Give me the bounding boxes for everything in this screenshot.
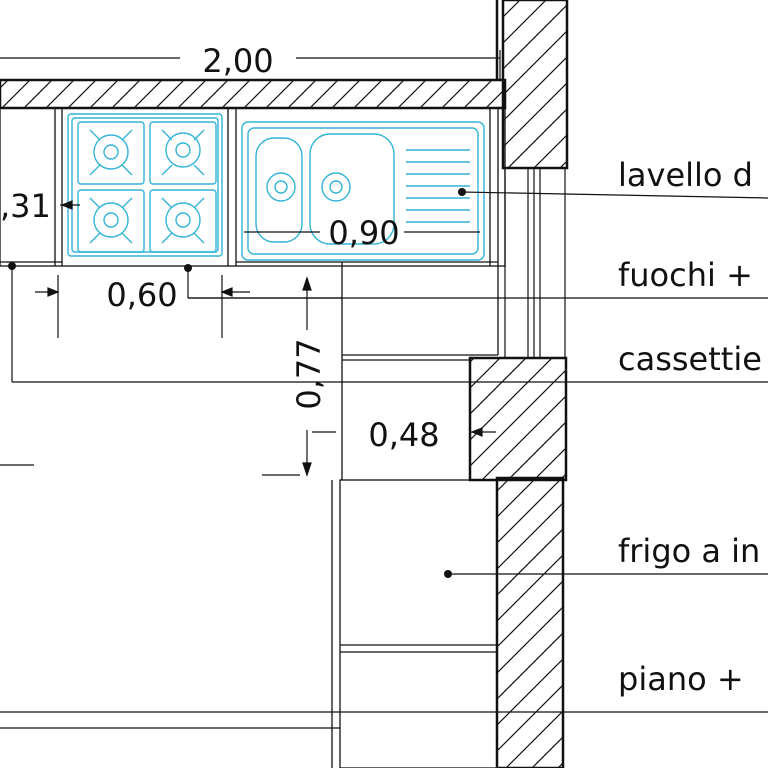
gas-burner-icon bbox=[77, 121, 145, 185]
gas-hob bbox=[67, 113, 223, 257]
label-fuochi: fuochi + bbox=[618, 256, 753, 294]
counter-units bbox=[0, 107, 768, 768]
leaders bbox=[188, 191, 768, 575]
leader-dots bbox=[8, 188, 466, 578]
sink bbox=[241, 121, 485, 261]
dim-total-width: 2,00 bbox=[202, 42, 273, 80]
leader-lavello bbox=[461, 191, 768, 199]
right-wall-lower bbox=[495, 476, 565, 768]
label-frigo: frigo a in bbox=[618, 532, 760, 570]
gas-burner-icon bbox=[149, 189, 217, 253]
gas-burner-icon bbox=[77, 189, 145, 253]
top-wall bbox=[0, 78, 507, 110]
drainboard-icon bbox=[406, 149, 470, 223]
dim-left-partial: ,31 bbox=[0, 187, 51, 225]
right-wall-mid bbox=[468, 356, 568, 482]
dim-hob-width: 0,60 bbox=[106, 276, 177, 314]
right-wall-upper bbox=[501, 0, 569, 170]
sink-bowl-icon bbox=[309, 133, 395, 245]
fridge-unit bbox=[339, 479, 498, 768]
gas-burner-icon bbox=[149, 121, 217, 185]
dim-fridge-depth: 0,48 bbox=[368, 416, 439, 454]
label-cassettiera: cassettie bbox=[618, 340, 762, 378]
label-piano: piano + bbox=[618, 660, 744, 698]
sink-bowl-icon bbox=[255, 137, 303, 243]
dim-height: 0,77 bbox=[290, 338, 328, 409]
worktop bbox=[0, 107, 506, 267]
label-lavello: lavello d bbox=[618, 156, 753, 194]
walls bbox=[0, 0, 569, 768]
dimension-lines bbox=[0, 50, 768, 477]
dim-sink-width: 0,90 bbox=[328, 214, 399, 252]
